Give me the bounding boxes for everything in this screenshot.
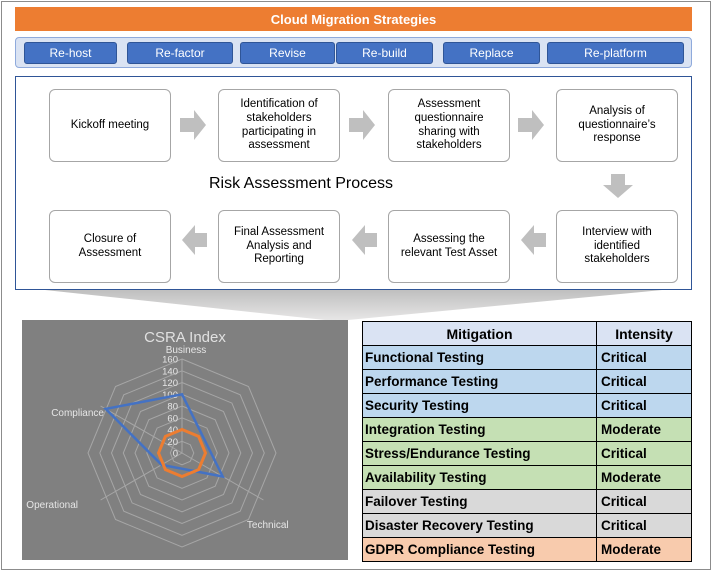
- mitigation-cell: GDPR Compliance Testing: [362, 537, 597, 562]
- tick-label: 60: [167, 413, 178, 424]
- series-line: [103, 392, 225, 479]
- arrow-left-icon: [352, 225, 377, 255]
- strategy-rehost: Re-host: [24, 42, 117, 64]
- intensity-cell: Critical: [596, 489, 692, 514]
- axis-spoke: [100, 405, 183, 454]
- intensity-cell: Moderate: [596, 537, 692, 562]
- funnel-connector: [45, 290, 662, 320]
- arrow-down-icon: [603, 174, 633, 198]
- arrow-right-icon: [180, 110, 206, 140]
- step-questionnaire: Assessment questionnaire sharing with st…: [388, 89, 510, 162]
- axis-spoke: [100, 452, 183, 501]
- series-line: [156, 427, 208, 479]
- radar-svg: CSRA Index 020406080100120140160BusinessC…: [26, 329, 289, 548]
- mitigation-cell: Availability Testing: [362, 465, 597, 490]
- intensity-cell: Critical: [596, 393, 692, 418]
- step-kickoff: Kickoff meeting: [49, 89, 171, 162]
- axis-label: Business: [166, 345, 207, 356]
- intensity-cell: Critical: [596, 345, 692, 370]
- diagram-title: Cloud Migration Strategies: [270, 11, 437, 27]
- tick-label: 80: [167, 402, 178, 413]
- step-identification: Identification of stakeholders participa…: [218, 89, 340, 162]
- axis-label: Technical: [247, 520, 289, 531]
- strategy-revise: Revise: [240, 42, 335, 64]
- tick-label: 40: [167, 425, 178, 436]
- mitigation-cell: Functional Testing: [362, 345, 597, 370]
- header-mitigation: Mitigation: [362, 321, 597, 346]
- chart-title: CSRA Index: [144, 329, 226, 346]
- axis-label: Operational: [26, 500, 78, 511]
- step-test-asset: Assessing the relevant Test Asset: [388, 210, 510, 283]
- intensity-cell: Critical: [596, 369, 692, 394]
- arrow-left-icon: [521, 225, 546, 255]
- step-final-analysis: Final Assessment Analysis and Reporting: [218, 210, 340, 283]
- intensity-cell: Critical: [596, 513, 692, 538]
- tick-label: 140: [162, 366, 178, 377]
- tick-label: 100: [162, 390, 178, 401]
- mitigation-cell: Performance Testing: [362, 369, 597, 394]
- step-interview: Interview with identified stakeholders: [556, 210, 678, 283]
- table-header-row: Mitigation Intensity: [362, 321, 692, 346]
- step-analysis: Analysis of questionnaire’s response: [556, 89, 678, 162]
- mitigation-cell: Failover Testing: [362, 489, 597, 514]
- grid-ring: [99, 370, 265, 536]
- mitigation-cell: Integration Testing: [362, 417, 597, 442]
- process-arrows: [180, 110, 633, 255]
- intensity-cell: Moderate: [596, 417, 692, 442]
- risk-assessment-panel: Kickoff meeting Identification of stakeh…: [15, 76, 692, 290]
- title-bar: Cloud Migration Strategies: [15, 7, 692, 31]
- strategy-replatform: Re-platform: [547, 42, 684, 64]
- strategy-refactor: Re-factor: [127, 42, 233, 64]
- mitigation-cell: Stress/Endurance Testing: [362, 441, 597, 466]
- step-closure: Closure of Assessment: [49, 210, 171, 283]
- mitigation-cell: Disaster Recovery Testing: [362, 513, 597, 538]
- tick-label: 20: [167, 437, 178, 448]
- header-intensity: Intensity: [596, 321, 692, 346]
- mitigation-cell: Security Testing: [362, 393, 597, 418]
- arrow-right-icon: [518, 110, 544, 140]
- arrow-left-icon: [182, 225, 207, 255]
- strategy-rebuild: Re-build: [336, 42, 433, 64]
- process-title: Risk Assessment Process: [209, 175, 394, 192]
- axis-label: Compliance: [51, 408, 104, 419]
- strategy-replace: Replace: [443, 42, 540, 64]
- tick-label: 120: [162, 378, 178, 389]
- arrow-right-icon: [349, 110, 375, 140]
- tick-label: 160: [162, 355, 178, 366]
- tick-label: 0: [173, 449, 178, 460]
- intensity-cell: Critical: [596, 441, 692, 466]
- intensity-cell: Moderate: [596, 465, 692, 490]
- strategy-panel: Re-host Re-factor Revise Re-build Replac…: [15, 37, 692, 68]
